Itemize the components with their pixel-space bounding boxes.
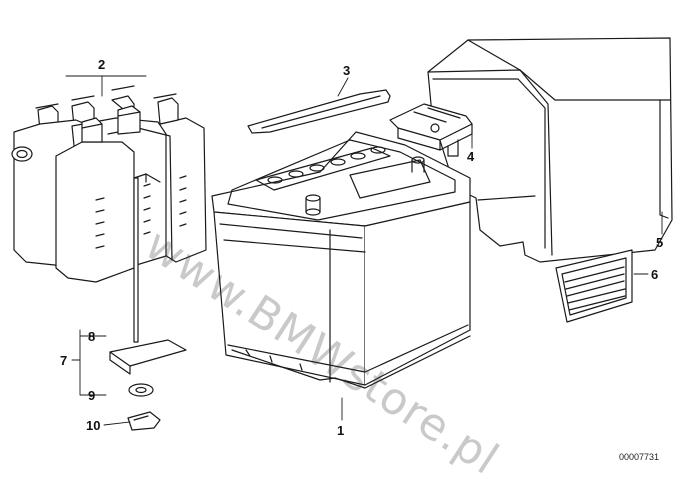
terminal-cover-strip [247, 89, 391, 134]
callout-3: 3 [343, 63, 351, 78]
vent-grille [555, 249, 633, 323]
battery [211, 131, 471, 389]
callout-2: 2 [98, 57, 106, 72]
callout-8: 8 [88, 329, 96, 344]
callout-9: 9 [88, 388, 96, 403]
leader-lines [65, 75, 663, 426]
drawing-number: 00007731 [619, 452, 660, 462]
callout-1: 1 [337, 423, 345, 438]
hold-down-rod-assembly [109, 173, 187, 431]
callout-4: 4 [467, 149, 475, 164]
callout-6: 6 [651, 267, 659, 282]
callout-5: 5 [656, 235, 664, 250]
water-bottles [11, 85, 207, 283]
callout-7: 7 [60, 353, 68, 368]
callout-10: 10 [86, 418, 101, 433]
battery-cover [427, 37, 673, 263]
hold-down-bracket [389, 103, 473, 157]
